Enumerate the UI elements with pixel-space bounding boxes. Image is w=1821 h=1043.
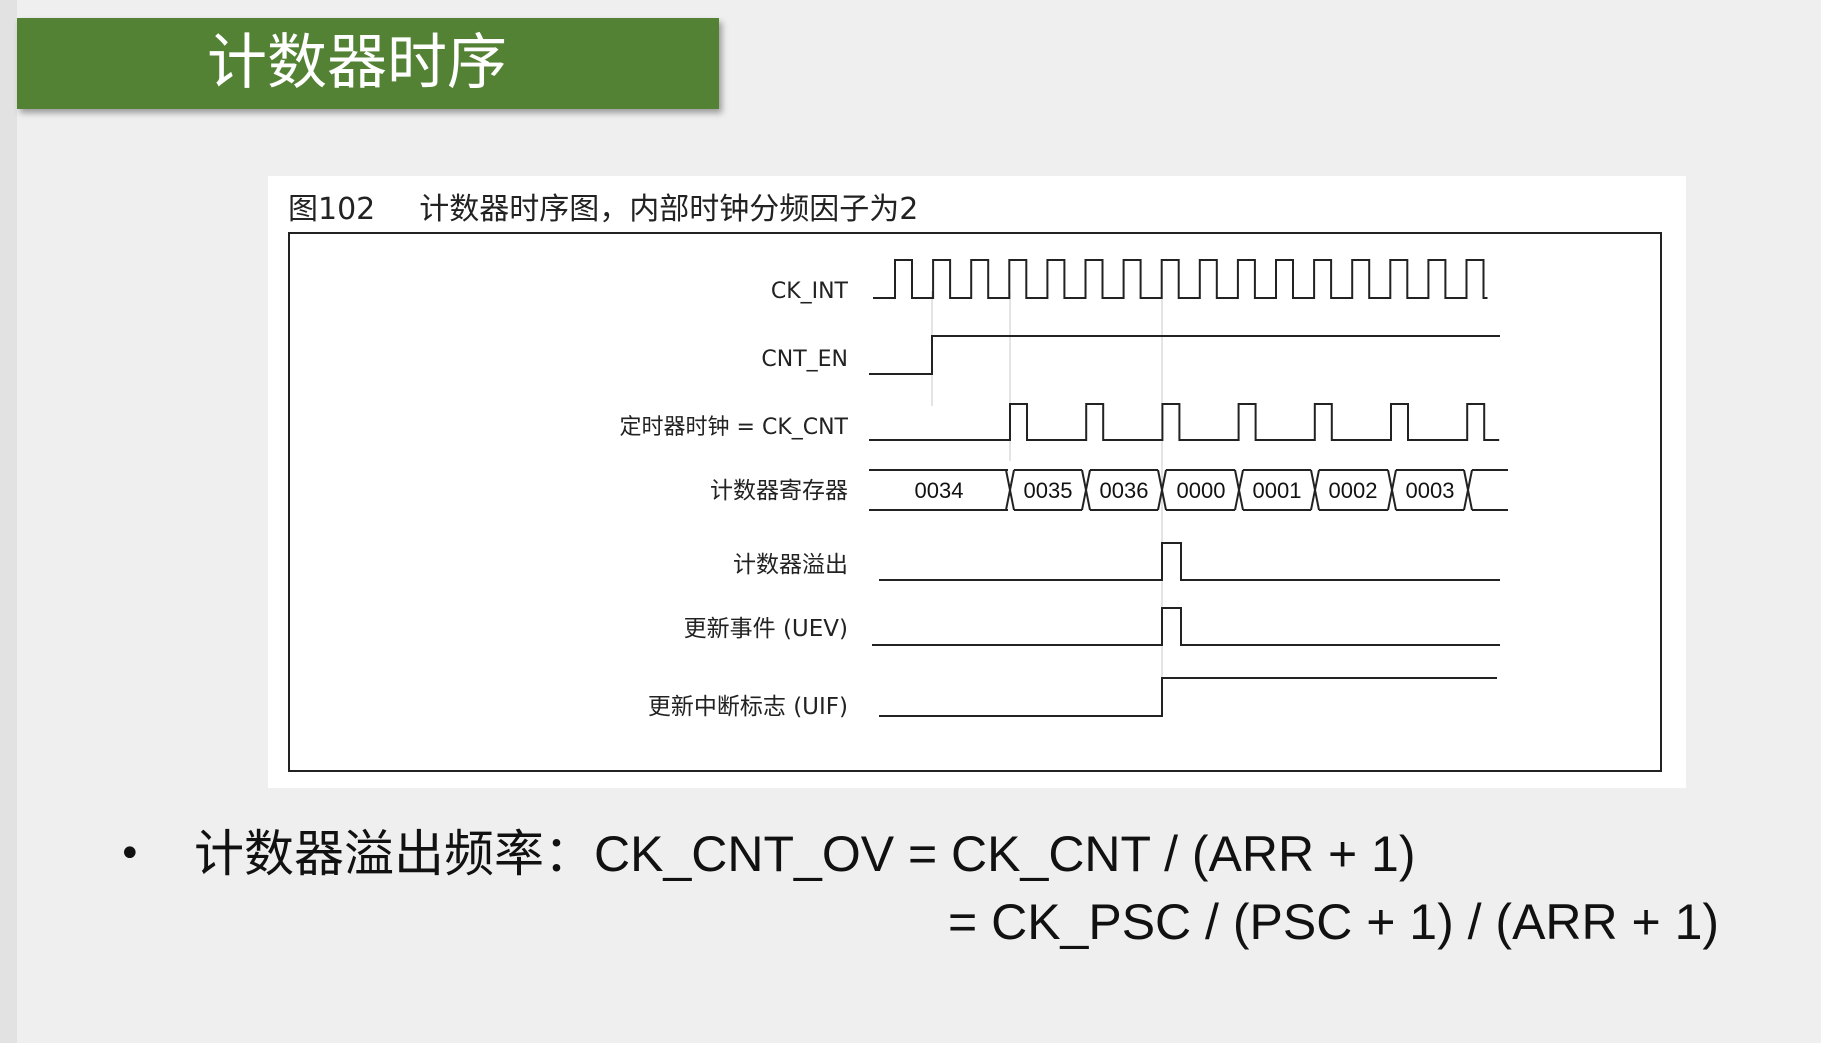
signal-labels: CK_INT CNT_EN 定时器时钟 = CK_CNT 计数器寄存器计数器溢出更新事… xyxy=(620,279,849,720)
signal-label-cnt-en: CNT_EN xyxy=(761,347,848,372)
slide-left-edge xyxy=(0,0,17,1043)
guide-lines xyxy=(931,291,1163,716)
bullet-marker: • xyxy=(118,831,142,877)
register-value: 0034 xyxy=(915,478,964,503)
register-value: 0036 xyxy=(1100,478,1149,503)
diagram-frame xyxy=(288,232,1662,772)
overflow-formula-line2: = CK_PSC / (PSC + 1) / (ARR + 1) xyxy=(948,894,1720,950)
formula-expression-1: CK_CNT_OV = CK_CNT / (ARR + 1) xyxy=(594,826,1416,882)
signal-label-uif: 更新中断标志 (UIF) xyxy=(648,694,848,720)
register-transition xyxy=(1081,469,1091,511)
overflow-formula-line1: 计数器溢出频率：CK_CNT_OV = CK_CNT / (ARR + 1) xyxy=(194,824,1416,884)
uev-waveform xyxy=(872,607,1500,646)
slide-title-bar: 计数器时序 xyxy=(17,18,719,109)
register-transition xyxy=(1157,469,1167,511)
figure-caption: 图102 计数器时序图，内部时钟分频因子为2 xyxy=(288,184,918,228)
register-value: 0035 xyxy=(1024,478,1073,503)
timing-diagram-figure: 图102 计数器时序图，内部时钟分频因子为2 CK_INT CNT_EN 定时器时钟 … xyxy=(268,176,1686,788)
register-transition xyxy=(1310,469,1320,511)
figure-title: 计数器时序图，内部时钟分频因子为2 xyxy=(419,192,919,227)
register-transition xyxy=(1387,469,1397,511)
ck-int-waveform xyxy=(873,259,1488,299)
ck-cnt-waveform xyxy=(869,403,1500,441)
formula-label: 计数器溢出频率： xyxy=(194,825,594,883)
signal-label-uev: 更新事件 (UEV) xyxy=(684,616,848,642)
slide-title: 计数器时序 xyxy=(207,28,507,98)
overflow-waveform xyxy=(879,542,1500,581)
cnt-en-waveform xyxy=(869,335,1500,375)
timing-diagram: CK_INT CNT_EN 定时器时钟 = CK_CNT 计数器寄存器计数器溢出更新事… xyxy=(288,232,1662,772)
signal-label-ck-cnt: 定时器时钟 = CK_CNT xyxy=(620,415,849,440)
signal-label-overflow: 计数器溢出 xyxy=(733,552,848,578)
register-transition xyxy=(1005,469,1015,511)
register-value: 0001 xyxy=(1253,478,1302,503)
register-value: 0002 xyxy=(1329,478,1378,503)
signal-waveforms: 0034 0035 0036 0000 0001 0002 0003 xyxy=(869,259,1508,717)
register-value: 0003 xyxy=(1406,478,1455,503)
register-value: 0000 xyxy=(1177,478,1226,503)
figure-number: 图102 xyxy=(288,192,376,227)
register-transition xyxy=(1463,469,1473,511)
uif-waveform xyxy=(879,677,1497,717)
register-transition xyxy=(1234,469,1244,511)
signal-label-ck-int: CK_INT xyxy=(771,279,849,304)
signal-label-counter-reg: 计数器寄存器 xyxy=(710,478,848,504)
